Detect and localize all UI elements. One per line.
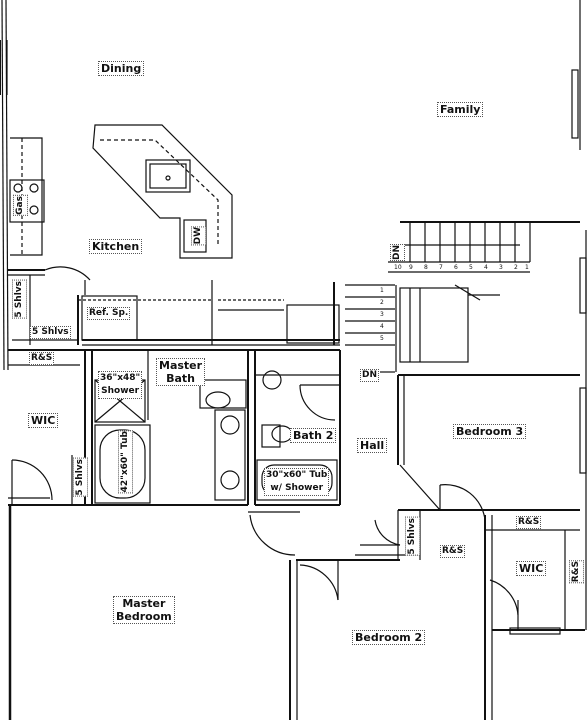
label-shower: 36"x48" Shower xyxy=(98,371,143,399)
label-rs-bed2-wic-vertical: R&S xyxy=(569,560,584,584)
label-master-bath-line2: Bath xyxy=(166,372,195,385)
label-tub-42: 42"x60" Tub xyxy=(118,430,133,494)
label-shelves-pantry: 5 Shlvs xyxy=(30,326,71,339)
interior-walls xyxy=(8,349,585,720)
label-tub-30: 30"x60" Tub w/ Shower xyxy=(264,468,330,496)
step-number: 10 xyxy=(394,264,402,271)
step-number: 2 xyxy=(380,299,384,306)
label-tub-30-line1: 30"x60" Tub xyxy=(266,470,328,480)
step-number: 4 xyxy=(380,323,384,330)
label-bath2: Bath 2 xyxy=(290,428,337,443)
label-shower-text: Shower xyxy=(101,386,140,396)
label-rs-master: R&S xyxy=(29,352,55,365)
label-bedroom3: Bedroom 3 xyxy=(453,424,527,439)
label-gas: Gas xyxy=(13,195,28,216)
step-number: 4 xyxy=(484,264,488,271)
step-number: 9 xyxy=(409,264,413,271)
label-master-bedroom: Master Bedroom xyxy=(113,596,175,624)
label-shelves-hall: 5 Shlvs xyxy=(405,517,420,556)
label-rs-bed2-wic: R&S xyxy=(516,516,542,529)
step-number: 3 xyxy=(499,264,503,271)
label-family: Family xyxy=(437,102,484,117)
label-wic-bed2: WIC xyxy=(516,561,547,576)
kitchen-island xyxy=(92,124,233,259)
label-shelves-master-wic: 5 Shlvs xyxy=(73,458,88,497)
label-dw: DW xyxy=(191,226,206,246)
label-shelves-pantry-vertical: 5 Shlvs xyxy=(12,280,27,319)
step-number: 1 xyxy=(525,264,529,271)
label-master-bath: Master Bath xyxy=(156,358,206,386)
label-master-bath-line1: Master xyxy=(159,359,203,372)
label-hall: Hall xyxy=(357,438,388,453)
step-number: 5 xyxy=(469,264,473,271)
step-number: 6 xyxy=(454,264,458,271)
label-rs-hall: R&S xyxy=(440,545,466,558)
label-stair-dn-lower: DN xyxy=(360,369,380,382)
label-shower-size: 36"x48" xyxy=(100,373,141,383)
step-number: 1 xyxy=(380,287,384,294)
label-wic-master: WIC xyxy=(28,413,59,428)
exterior-wall-left xyxy=(0,0,12,720)
label-tub-30-line2: w/ Shower xyxy=(270,483,324,493)
step-number: 2 xyxy=(514,264,518,271)
stairs xyxy=(345,221,580,373)
step-number: 3 xyxy=(380,311,384,318)
pantry-walls xyxy=(7,266,340,346)
label-kitchen: Kitchen xyxy=(89,239,143,254)
step-number: 5 xyxy=(380,335,384,342)
label-bedroom2: Bedroom 2 xyxy=(352,630,426,645)
label-stair-dn-upper: DN xyxy=(390,244,405,262)
label-master-bedroom-line1: Master xyxy=(122,597,166,610)
label-dining: Dining xyxy=(98,61,145,76)
step-number: 8 xyxy=(424,264,428,271)
label-ref-sp: Ref. Sp. xyxy=(87,307,131,320)
label-master-bedroom-line2: Bedroom xyxy=(116,610,172,623)
step-number: 7 xyxy=(439,264,443,271)
exterior-wall-right xyxy=(571,0,587,630)
